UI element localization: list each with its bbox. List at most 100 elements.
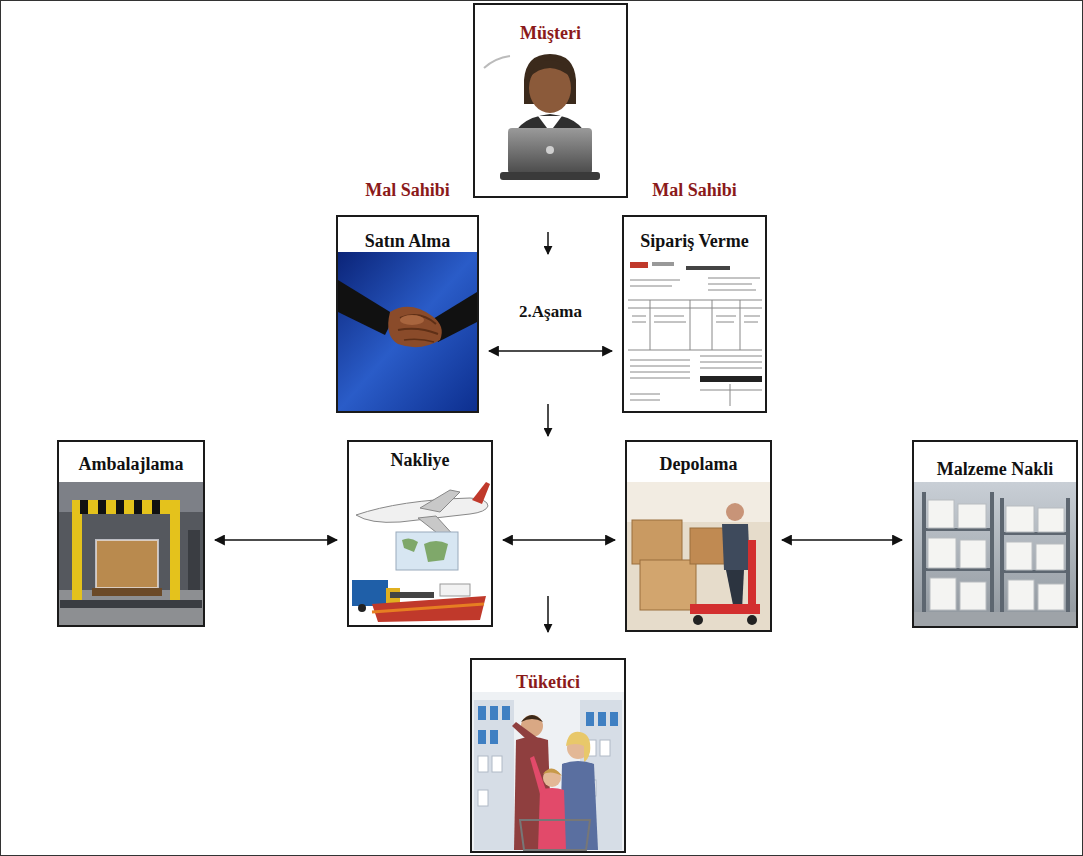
order-box: Mal SahibiSipariş Verme — [622, 215, 767, 413]
order-document-part-part — [730, 384, 731, 406]
warehouse-shelves-photo-part-part — [1006, 506, 1034, 532]
shoppers-photo-part — [560, 761, 598, 850]
box-title: Müşteri — [477, 22, 624, 44]
order-document-part-part — [700, 368, 762, 369]
packaging-machine-photo — [59, 482, 203, 625]
warehouse-shelves-photo-part — [922, 492, 1070, 612]
customer-icon-part — [546, 146, 554, 154]
order-document-part-part — [628, 350, 762, 351]
handling-box: Malzeme Nakli — [912, 440, 1078, 628]
customer-icon — [484, 54, 600, 180]
warehouse-worker-photo-part — [690, 604, 760, 614]
shoppers-photo-part-part — [586, 712, 594, 726]
warehouse-shelves-photo-part-part — [960, 540, 986, 568]
owner-heading: Mal Sahibi — [584, 179, 805, 201]
transport-collage-part — [352, 580, 388, 606]
warehouse-shelves-photo-part — [928, 500, 1064, 610]
packaging-machine-photo-part — [59, 482, 203, 625]
box-title: Malzeme Nakli — [916, 458, 1074, 480]
shoppers-photo-part — [521, 715, 543, 722]
warehouse-worker-photo-part — [722, 524, 750, 570]
shoppers-photo-part-part — [600, 740, 610, 756]
flow-arrow-part — [547, 596, 549, 632]
double-arrow — [782, 539, 902, 541]
warehouse-worker-photo-part — [747, 615, 757, 625]
warehouse-worker-photo-part — [726, 503, 744, 521]
owner-heading: Mal Sahibi — [298, 179, 517, 201]
handshake-photo-part — [398, 329, 438, 334]
handshake-photo-part — [400, 315, 424, 325]
packaging-machine-photo-part — [92, 588, 162, 596]
transport-collage — [352, 482, 490, 622]
consumer-box: Tüketici — [470, 658, 626, 853]
shoppers-photo-part — [512, 722, 546, 752]
customer-icon-part — [529, 60, 572, 78]
warehouse-worker-photo-part — [640, 560, 696, 610]
transport-collage-part — [396, 532, 458, 570]
order-document-part-part — [632, 322, 646, 323]
order-document-part — [686, 266, 730, 270]
warehouse-shelves-photo-part-part — [1038, 584, 1064, 610]
shoppers-photo-part — [520, 820, 590, 850]
transport-box: Nakliye — [347, 440, 493, 627]
double-arrow — [489, 350, 612, 352]
flow-arrow-part — [547, 404, 549, 436]
warehouse-shelves-photo-part-part — [1008, 580, 1034, 610]
warehouse-worker-photo — [627, 482, 770, 630]
packaging-machine-photo-part-part — [98, 500, 106, 514]
shoppers-photo-part-part — [474, 700, 514, 850]
order-document-part-part — [630, 286, 672, 287]
shoppers-photo-part-part — [502, 706, 510, 720]
shoppers-photo-part — [543, 769, 561, 787]
shoppers-photo-part-part — [478, 756, 488, 772]
packaging-machine-photo-part — [188, 530, 200, 590]
warehouse-shelves-photo-part-part — [958, 504, 986, 528]
order-document-part-part — [700, 390, 762, 391]
transport-collage-part — [358, 604, 366, 612]
order-document-part-part — [630, 280, 680, 281]
packaging-machine-photo-part-part — [134, 500, 142, 514]
order-document-part — [700, 376, 762, 382]
packaging-machine-photo-part — [96, 540, 158, 588]
packaging-machine-photo-part — [72, 500, 180, 514]
order-document-part-part — [630, 360, 690, 361]
handshake-photo-part — [338, 252, 477, 411]
transport-collage-part — [390, 592, 434, 598]
order-document-part-part — [700, 356, 762, 357]
box-title: Nakliye — [351, 449, 489, 471]
warehouse-shelves-photo — [914, 482, 1076, 626]
shoppers-photo-part — [474, 700, 622, 850]
shoppers-photo-part-part — [490, 706, 498, 720]
warehouse-shelves-photo-part-part — [1036, 544, 1064, 570]
shoppers-photo-part — [566, 732, 590, 762]
box-title: Ambalajlama — [61, 453, 201, 475]
order-document-part-part — [708, 278, 760, 279]
warehouse-shelves-photo-part-part — [928, 538, 956, 568]
customer-icon-part — [484, 56, 510, 68]
warehouse-worker-photo-part — [627, 482, 770, 630]
order-document-part-part — [708, 290, 756, 291]
warehouse-worker-photo-part — [627, 482, 770, 522]
order-document-part-part — [630, 400, 660, 401]
order-document-part-part — [632, 316, 646, 317]
warehouse-worker-photo-part — [693, 615, 703, 625]
packaging-machine-photo-part — [170, 500, 180, 600]
flow-arrow — [547, 232, 549, 632]
order-document-part-part — [740, 300, 741, 350]
order-document — [624, 252, 765, 411]
order-document-part-part — [744, 316, 760, 317]
transport-collage-part — [402, 538, 418, 552]
order-document-part-part — [712, 300, 713, 350]
warehouse-shelves-photo-part-part — [990, 492, 994, 612]
shoppers-photo-part-part — [598, 712, 606, 726]
order-document-part-part — [708, 284, 752, 285]
shoppers-photo-part — [530, 756, 546, 794]
order-document-part-part — [630, 378, 690, 379]
shoppers-photo-part-part — [610, 712, 618, 726]
box-title: Depolama — [629, 453, 768, 475]
warehouse-shelves-photo-part-part — [928, 500, 954, 528]
order-document-part-part — [630, 394, 660, 395]
